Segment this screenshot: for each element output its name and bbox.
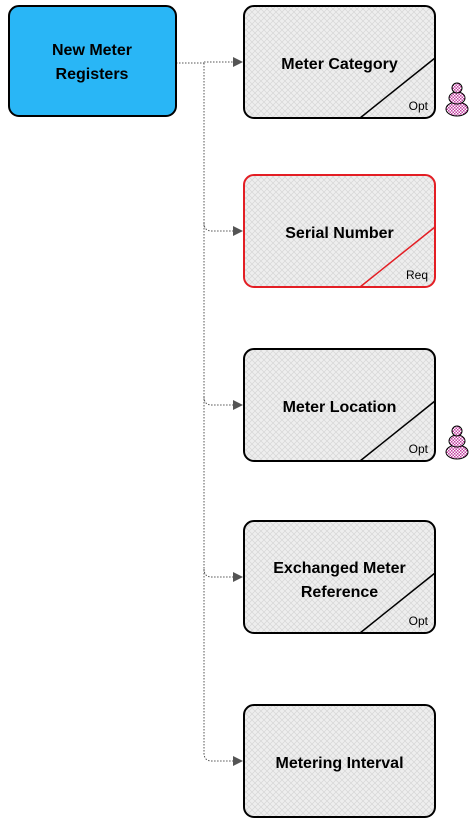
node-label-line-1: Meter Category bbox=[281, 56, 398, 73]
node-box bbox=[243, 174, 436, 288]
corner-divider bbox=[359, 226, 436, 288]
node-tag-required: Req bbox=[406, 268, 428, 282]
corner-divider bbox=[359, 57, 436, 119]
connector-arrow-metering-interval bbox=[203, 752, 243, 766]
node-box bbox=[243, 348, 436, 462]
node-label-line-1: Metering Interval bbox=[275, 755, 403, 772]
corner-divider bbox=[359, 400, 436, 462]
node-label-line-1: Serial Number bbox=[285, 225, 393, 242]
connector-arrow-meter-location bbox=[203, 396, 243, 410]
connector-lines bbox=[176, 57, 243, 766]
node-label-line-1: Meter Location bbox=[283, 399, 397, 416]
node-box bbox=[243, 704, 436, 818]
node-tag-optional: Opt bbox=[409, 442, 429, 456]
stacked-figure-icon bbox=[445, 82, 469, 117]
root-label-line-2: Registers bbox=[56, 66, 129, 83]
node-metering-interval[interactable]: Metering Interval bbox=[243, 704, 436, 818]
corner-divider bbox=[359, 572, 436, 634]
node-label-line-2: Reference bbox=[301, 584, 378, 601]
node-label-line-1: Exchanged Meter bbox=[273, 560, 405, 577]
connector-arrow-exchanged-meter-reference bbox=[203, 568, 243, 582]
root-node[interactable]: New Meter Registers bbox=[8, 5, 177, 117]
node-box bbox=[243, 5, 436, 119]
node-tag-optional: Opt bbox=[409, 99, 429, 113]
root-label-line-1: New Meter bbox=[52, 42, 132, 59]
node-tag-optional: Opt bbox=[409, 614, 429, 628]
node-box bbox=[243, 520, 436, 634]
connector-arrow-serial-number bbox=[203, 222, 243, 236]
stacked-figure-icon bbox=[445, 425, 469, 460]
